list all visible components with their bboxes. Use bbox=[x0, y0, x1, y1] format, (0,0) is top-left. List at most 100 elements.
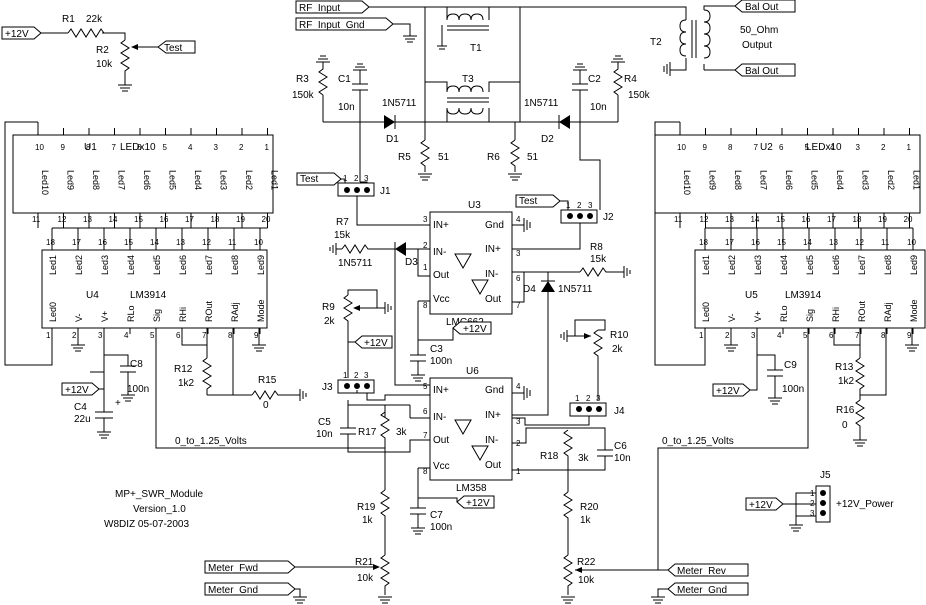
svg-text:3: 3 bbox=[596, 394, 601, 403]
lm3914-u5: U5 LM3914 bbox=[694, 249, 926, 329]
pin-number: 2 bbox=[239, 143, 244, 152]
svg-text:+12V: +12V bbox=[5, 29, 29, 40]
led-label: Led4 bbox=[193, 170, 203, 190]
svg-text:U4: U4 bbox=[86, 290, 99, 301]
svg-text:10k: 10k bbox=[357, 573, 374, 584]
title-block: MP+_SWR_Module Version_1.0 W8DIZ 05-07-2… bbox=[104, 489, 204, 530]
svg-text:R2: R2 bbox=[96, 45, 109, 56]
svg-text:R12: R12 bbox=[174, 364, 193, 375]
svg-text:D2: D2 bbox=[541, 134, 554, 145]
pin-label: RLo bbox=[126, 305, 136, 322]
pin-number: 18 bbox=[853, 215, 862, 224]
pin-number: 16 bbox=[802, 215, 811, 224]
resistor-r8: R8 15k bbox=[579, 242, 616, 277]
pin-number: 10 bbox=[907, 238, 916, 247]
pin-label: Led5 bbox=[152, 255, 162, 275]
pin-number: 1 bbox=[265, 143, 270, 152]
ground-symbol bbox=[560, 330, 575, 342]
pin-label: Led8 bbox=[883, 255, 893, 275]
pin-number: 16 bbox=[98, 238, 107, 247]
pin-label: RAdj bbox=[230, 302, 240, 322]
ground-symbol bbox=[121, 394, 135, 402]
svg-text:100n: 100n bbox=[782, 384, 804, 395]
led-label: Led7 bbox=[759, 170, 769, 190]
potentiometer-r21: R21 10k bbox=[295, 554, 390, 595]
pin-number: 10 bbox=[254, 238, 263, 247]
svg-text:LEDx10: LEDx10 bbox=[806, 142, 842, 153]
capacitor-c1: C1 10n bbox=[338, 74, 368, 113]
svg-text:+12V_Power: +12V_Power bbox=[836, 499, 894, 510]
svg-text:IN+: IN+ bbox=[485, 410, 501, 421]
svg-text:2k: 2k bbox=[324, 316, 336, 327]
svg-text:R22: R22 bbox=[577, 557, 596, 568]
pin-number: 20 bbox=[262, 215, 271, 224]
pin-number: 5 bbox=[803, 331, 808, 340]
svg-text:R9: R9 bbox=[322, 302, 335, 313]
svg-text:+12V: +12V bbox=[716, 386, 740, 397]
svg-text:Out: Out bbox=[433, 270, 449, 281]
pin-number: 15 bbox=[777, 238, 786, 247]
pin-label: Led8 bbox=[230, 255, 240, 275]
plus12v-tag-u6: +12V bbox=[456, 495, 495, 509]
capacitor-c8: C8 100n bbox=[120, 359, 149, 395]
led-label: Led3 bbox=[219, 170, 229, 190]
led-label: Led2 bbox=[886, 170, 896, 190]
pin-number: 5 bbox=[150, 331, 155, 340]
svg-text:5: 5 bbox=[423, 382, 428, 391]
svg-text:2: 2 bbox=[354, 174, 359, 183]
resistor-r12: R12 1k2 bbox=[174, 357, 212, 395]
svg-text:100n: 100n bbox=[127, 384, 149, 395]
led-label: Led1 bbox=[270, 170, 280, 190]
pin-number: 1 bbox=[699, 331, 704, 340]
ground-symbol bbox=[97, 431, 111, 439]
pin-label: Led6 bbox=[831, 255, 841, 275]
svg-text:C1: C1 bbox=[338, 74, 351, 85]
pin-label: ROut bbox=[857, 300, 867, 322]
resistor-r7: R7 15k bbox=[334, 217, 374, 254]
pin-number: 8 bbox=[86, 143, 91, 152]
svg-text:22k: 22k bbox=[86, 14, 103, 25]
led-label: Led8 bbox=[733, 170, 743, 190]
pin-number: 17 bbox=[185, 215, 194, 224]
svg-text:LM358: LM358 bbox=[456, 483, 487, 494]
led-bar-u1: U1 LEDx10 bbox=[12, 134, 274, 214]
pin-label: Led3 bbox=[753, 255, 763, 275]
svg-text:LM3914: LM3914 bbox=[130, 290, 167, 301]
pin-number: 10 bbox=[677, 143, 686, 152]
capacitor-c9: C9 100n bbox=[767, 360, 804, 395]
svg-text:22u: 22u bbox=[74, 414, 91, 425]
svg-text:R4: R4 bbox=[624, 74, 637, 85]
svg-text:10n: 10n bbox=[316, 429, 333, 440]
pin-number: 18 bbox=[46, 238, 55, 247]
svg-text:J5: J5 bbox=[820, 470, 831, 481]
pin-number: 14 bbox=[109, 215, 118, 224]
svg-text:1: 1 bbox=[575, 394, 580, 403]
svg-text:4: 4 bbox=[516, 215, 521, 224]
pin-label: V+ bbox=[753, 311, 763, 322]
svg-text:U6: U6 bbox=[466, 366, 479, 377]
lm3914-u4: U4 LM3914 bbox=[41, 249, 268, 329]
svg-text:R6: R6 bbox=[487, 152, 500, 163]
svg-text:Gnd: Gnd bbox=[485, 385, 504, 396]
svg-text:D1: D1 bbox=[386, 134, 399, 145]
pin-label: ROut bbox=[204, 300, 214, 322]
svg-text:51: 51 bbox=[527, 152, 539, 163]
pin-number: 13 bbox=[176, 238, 185, 247]
svg-text:1: 1 bbox=[516, 467, 521, 476]
bal-out-tag-bottom: Bal Out bbox=[734, 63, 796, 77]
pin-number: 3 bbox=[214, 143, 219, 152]
transformer-t3: T3 bbox=[446, 74, 489, 115]
resistor-r15: R15 0 bbox=[251, 375, 290, 411]
pin-number: 18 bbox=[699, 238, 708, 247]
led-label: Led9 bbox=[66, 170, 76, 190]
svg-text:10n: 10n bbox=[614, 453, 631, 464]
transformer-t2: T2 bbox=[650, 9, 711, 59]
svg-text:+12V: +12V bbox=[749, 500, 773, 511]
jumper-j2: 1 2 3 J2 bbox=[560, 201, 614, 224]
svg-text:IN-: IN- bbox=[433, 412, 446, 423]
pin-number: 2 bbox=[725, 331, 730, 340]
pin-label: Led4 bbox=[126, 255, 136, 275]
svg-text:2k: 2k bbox=[612, 344, 624, 355]
svg-text:R10: R10 bbox=[610, 330, 629, 341]
pin-number: 12 bbox=[855, 238, 864, 247]
